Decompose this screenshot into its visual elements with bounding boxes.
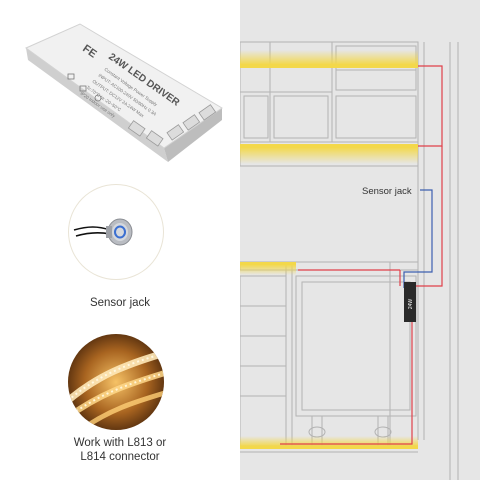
light-glow-counter [240,262,296,265]
sensor-jack-caption: Sensor jack [89,297,151,309]
led-driver-box: FE 24W LED DRIVER Constant Voltage Power… [25,23,223,162]
cabinet-diagram: 24W Sensor jack [240,41,459,480]
driver-block-label: 24W [408,299,414,310]
sensor-jack-label: Sensor jack [362,186,412,197]
led-strip-circle [68,334,164,430]
strip-caption-line2: L814 connector [80,451,160,463]
driver-block [404,282,416,322]
sensor-jack-circle [68,184,164,280]
light-glow-top [240,50,418,64]
light-glow-plinth [240,436,418,446]
light-glow-middle [240,144,418,148]
led-strip-icon [68,334,164,430]
product-panel: FE 24W LED DRIVER Constant Voltage Power… [25,23,223,463]
strip-caption-line1: Work with L813 or [73,437,167,449]
sensor-jack-icon [73,218,133,246]
installation-diagram: 24W Sensor jack [240,0,480,480]
sensor-wire [403,189,433,288]
